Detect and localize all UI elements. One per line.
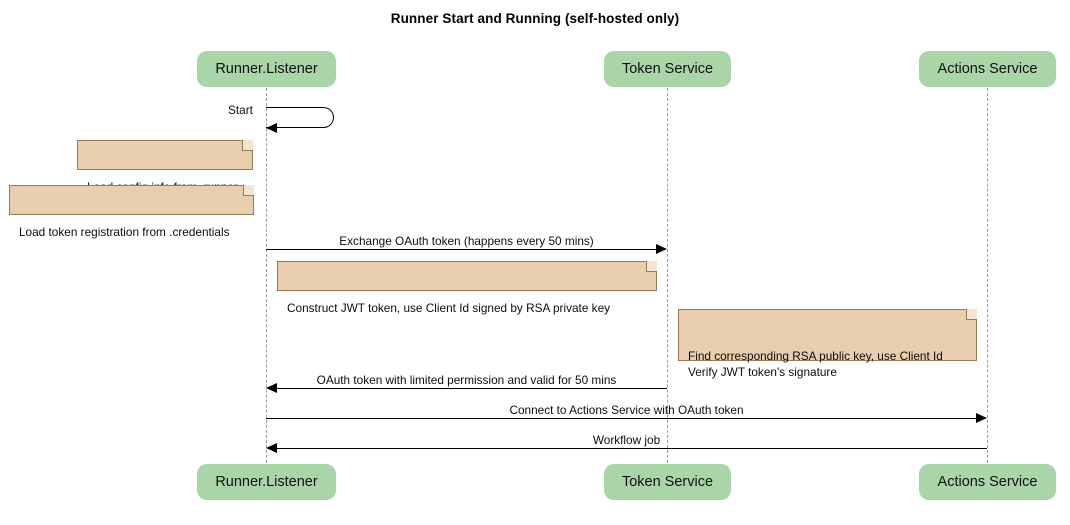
note-text: Load token registration from .credential… (19, 225, 230, 239)
lifeline-actions-service (987, 88, 988, 463)
participant-runner-listener-bottom[interactable]: Runner.Listener (197, 464, 336, 500)
message-label-oauth-return: OAuth token with limited permission and … (316, 373, 617, 387)
message-label-start: Start (228, 103, 253, 117)
note-load-config: Load config info from .runner (77, 140, 253, 194)
participant-label: Token Service (621, 474, 714, 490)
note-text: Construct JWT token, use Client Id signe… (287, 301, 611, 315)
message-line-workflow-job (277, 448, 987, 449)
message-label-connect-actions: Connect to Actions Service with OAuth to… (509, 403, 744, 417)
self-message-start-loop (266, 107, 334, 128)
participant-runner-listener-top[interactable]: Runner.Listener (197, 51, 336, 87)
message-line-connect-actions (266, 418, 976, 419)
participant-label: Runner.Listener (215, 474, 318, 490)
participant-label: Runner.Listener (215, 61, 318, 77)
lifeline-token-service (667, 88, 668, 463)
note-dogear-icon (966, 309, 977, 320)
arrowhead-workflow-job (266, 442, 277, 453)
message-line-exchange-oauth (266, 249, 656, 250)
participant-label: Token Service (621, 61, 714, 77)
note-construct-jwt: Construct JWT token, use Client Id signe… (277, 261, 657, 315)
message-line-oauth-return (277, 388, 667, 389)
arrowhead-start (266, 122, 277, 133)
note-load-token-registration: Load token registration from .credential… (9, 185, 254, 239)
arrowhead-exchange-oauth (656, 243, 667, 254)
note-dogear-icon (646, 261, 657, 272)
note-verify-jwt: Find corresponding RSA public key, use C… (678, 309, 977, 379)
message-label-workflow-job: Workflow job (592, 433, 661, 447)
message-label-exchange-oauth: Exchange OAuth token (happens every 50 m… (339, 234, 594, 248)
participant-label: Actions Service (937, 474, 1038, 490)
lifeline-runner-listener (266, 88, 267, 463)
participant-label: Actions Service (937, 61, 1038, 77)
participant-actions-service-bottom[interactable]: Actions Service (919, 464, 1056, 500)
participant-token-service-top[interactable]: Token Service (604, 51, 731, 87)
note-text: Find corresponding RSA public key, use C… (688, 349, 943, 379)
participant-actions-service-top[interactable]: Actions Service (919, 51, 1056, 87)
participant-token-service-bottom[interactable]: Token Service (604, 464, 731, 500)
note-dogear-icon (242, 140, 253, 151)
diagram-title: Runner Start and Running (self-hosted on… (390, 11, 680, 26)
note-dogear-icon (243, 185, 254, 196)
arrowhead-connect-actions (976, 412, 987, 423)
arrowhead-oauth-return (266, 382, 277, 393)
